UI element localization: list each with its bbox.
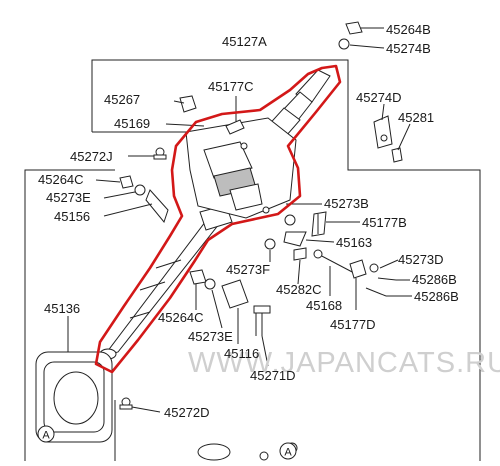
nut-45264c (119, 175, 134, 189)
callout-45286B-a: 45286B (412, 272, 457, 287)
clip-45267 (179, 95, 197, 113)
shaft-45168 (317, 253, 357, 275)
callout-45163: 45163 (336, 235, 372, 250)
hardware (119, 21, 403, 461)
callout-45272J: 45272J (70, 149, 113, 164)
callout-45274D: 45274D (356, 90, 402, 105)
callout-45177C: 45177C (208, 79, 254, 94)
callout-45273B: 45273B (324, 196, 369, 211)
callout-45156: 45156 (54, 209, 90, 224)
callout-45281: 45281 (398, 110, 434, 125)
spring-45177d (349, 259, 367, 279)
callout-45127A: 45127A (222, 34, 267, 49)
callout-45136: 45136 (44, 301, 80, 316)
watermark-text: WWW.JAPANCATS.RU (188, 347, 500, 379)
washer-45274b (338, 38, 350, 50)
callout-45264C-lower: 45264C (158, 310, 204, 325)
nut-45264c-lower (189, 269, 207, 285)
washer-45273e-lower (204, 278, 216, 290)
shaft-45156 (145, 189, 169, 224)
callout-45271D: 45271D (250, 368, 296, 383)
clamp-45116 (221, 279, 249, 309)
callout-45116: 45116 (224, 346, 259, 361)
washer-45273d (369, 263, 379, 273)
callout-45264B: 45264B (386, 22, 431, 37)
callout-45267: 45267 (104, 92, 140, 107)
callout-45273E-lower: 45273E (188, 329, 233, 344)
callout-45168: 45168 (306, 298, 342, 313)
left-frame (24, 169, 115, 461)
bolt-45271d (253, 305, 271, 314)
nut-45264b (345, 21, 363, 35)
callouts: 45127A 45264B 45274B 45267 45177C 45274D… (38, 22, 459, 420)
washer-45273f (264, 238, 276, 250)
callout-45177D: 45177D (330, 317, 376, 332)
pin-45286b-b (365, 287, 387, 297)
plate-45274d (373, 115, 393, 149)
callout-45273E: 45273E (46, 190, 91, 205)
svg-text:A: A (284, 447, 292, 459)
spring-45177b (311, 211, 327, 237)
pin-45286b-a (377, 277, 397, 281)
callout-45264C: 45264C (38, 172, 84, 187)
leader-lines (67, 27, 412, 413)
lever-45163 (283, 231, 307, 247)
column-boot (35, 351, 113, 443)
column-bracket (185, 117, 297, 219)
callout-45286B-b: 45286B (414, 289, 459, 304)
washer-45273b (284, 214, 296, 226)
callout-45169: 45169 (114, 116, 150, 131)
spacer-45282c (293, 247, 307, 261)
callout-45273F: 45273F (226, 262, 270, 277)
marker-a-top: A (37, 425, 55, 443)
callout-45177B: 45177B (362, 215, 407, 230)
lower-joint-part (197, 443, 231, 461)
callout-45272D: 45272D (164, 405, 210, 420)
callout-45282C: 45282C (276, 282, 322, 297)
callout-45274B: 45274B (386, 41, 431, 56)
washer-45273e (134, 184, 146, 196)
svg-text:A: A (42, 430, 50, 442)
callout-45273D: 45273D (398, 252, 444, 267)
upper-frame (91, 59, 481, 461)
marker-a-bottom: A (279, 442, 297, 460)
bolt-45281 (391, 147, 403, 163)
highlight-outline (94, 64, 342, 374)
pin-45177c (225, 119, 245, 135)
